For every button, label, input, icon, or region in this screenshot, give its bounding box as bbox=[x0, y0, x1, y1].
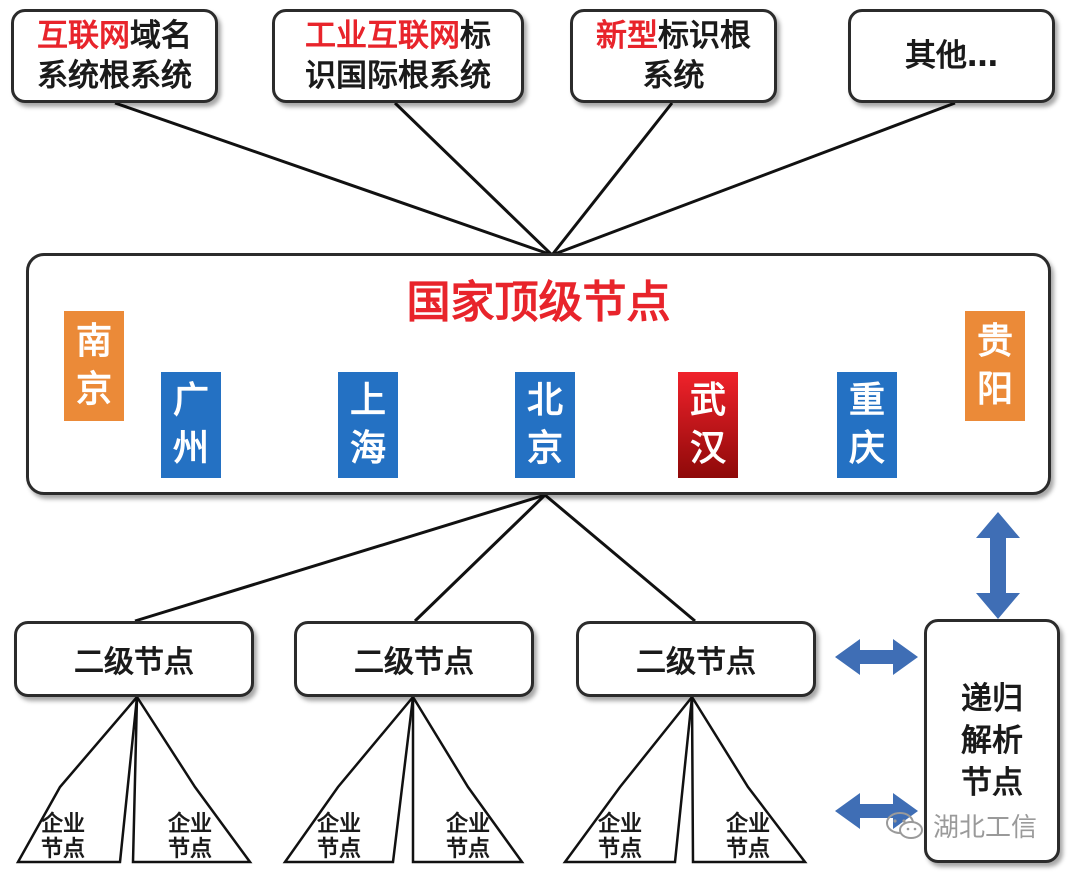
city-beijing-char2: 京 bbox=[526, 428, 563, 469]
city-wuhan: 武 汉 bbox=[678, 372, 738, 478]
city-shanghai-char2: 海 bbox=[349, 428, 386, 469]
city-beijing-char1: 北 bbox=[526, 380, 563, 421]
city-wuhan-char2: 汉 bbox=[689, 428, 726, 469]
city-shanghai-char1: 上 bbox=[349, 380, 386, 421]
recursive-resolution-node: 递归 解析 节点 bbox=[924, 619, 1060, 863]
recursive-node-line2: 解析 bbox=[961, 723, 1023, 759]
enterprise-node-1-line1: 企业 bbox=[40, 812, 85, 837]
arrow-horizontal-2 bbox=[835, 793, 918, 829]
city-guangzhou-char1: 广 bbox=[172, 380, 209, 421]
link-root-1 bbox=[114, 101, 553, 257]
root-system-1-text: 域名 bbox=[130, 18, 192, 54]
enterprise-node-2: 企业节点 bbox=[155, 812, 225, 862]
enterprise-node-4-line1: 企业 bbox=[445, 812, 490, 837]
root-system-3-text: 标识根 bbox=[658, 18, 751, 54]
city-guangzhou: 广 州 bbox=[161, 372, 221, 478]
city-guiyang-char1: 贵 bbox=[976, 321, 1013, 362]
enterprise-tri-3 bbox=[282, 692, 415, 864]
secondary-node-1: 二级节点 bbox=[14, 621, 254, 697]
enterprise-node-5-line1: 企业 bbox=[597, 812, 642, 837]
watermark: 湖北工信 bbox=[885, 807, 1037, 844]
city-shanghai: 上 海 bbox=[338, 372, 398, 478]
city-chongqing-char2: 庆 bbox=[848, 428, 885, 469]
national-top-node-title: 国家顶级节点 bbox=[406, 277, 671, 328]
link-l2-3 bbox=[544, 493, 696, 623]
city-nanjing-char1: 南 bbox=[75, 321, 112, 362]
link-l2-2 bbox=[413, 493, 547, 623]
root-system-3-highlight: 新型 bbox=[596, 18, 658, 54]
enterprise-node-4-line2: 节点 bbox=[445, 837, 490, 862]
enterprise-node-2-line1: 企业 bbox=[167, 812, 212, 837]
city-nanjing-char2: 京 bbox=[75, 369, 112, 410]
recursive-node-line3: 节点 bbox=[961, 765, 1023, 801]
root-system-1-line2: 系统根系统 bbox=[37, 58, 192, 94]
secondary-node-2: 二级节点 bbox=[294, 621, 534, 697]
root-system-4-text: 其他… bbox=[905, 38, 998, 74]
enterprise-node-3-line1: 企业 bbox=[316, 812, 361, 837]
root-system-2-highlight: 工业互联网 bbox=[305, 18, 460, 54]
city-chongqing-char1: 重 bbox=[848, 380, 885, 421]
root-system-box-4: 其他… bbox=[848, 9, 1055, 103]
watermark-text: 湖北工信 bbox=[933, 813, 1038, 843]
enterprise-node-5-line2: 节点 bbox=[597, 837, 642, 862]
city-chongqing: 重 庆 bbox=[837, 372, 897, 478]
enterprise-node-1: 企业节点 bbox=[28, 812, 98, 862]
enterprise-node-6-line1: 企业 bbox=[725, 812, 770, 837]
city-nanjing: 南 京 bbox=[64, 311, 124, 421]
link-root-2 bbox=[393, 101, 554, 257]
city-guiyang: 贵 阳 bbox=[965, 311, 1025, 421]
enterprise-tri-6 bbox=[690, 692, 808, 864]
secondary-node-2-label: 二级节点 bbox=[354, 645, 474, 680]
root-system-1-highlight: 互联网 bbox=[37, 18, 130, 54]
root-system-box-1: 互联网域名系统根系统 bbox=[11, 9, 218, 103]
city-guangzhou-char2: 州 bbox=[172, 428, 209, 469]
city-guiyang-char2: 阳 bbox=[976, 369, 1013, 410]
secondary-node-3-label: 二级节点 bbox=[636, 645, 756, 680]
link-l2-1 bbox=[134, 493, 546, 623]
root-system-box-2: 工业互联网标识国际根系统 bbox=[272, 9, 524, 103]
city-beijing: 北 京 bbox=[515, 372, 575, 478]
enterprise-tri-4 bbox=[411, 692, 525, 864]
enterprise-node-1-line2: 节点 bbox=[40, 837, 85, 862]
wechat-icon bbox=[886, 811, 923, 839]
root-system-box-3: 新型标识根系统 bbox=[570, 9, 777, 103]
link-root-4 bbox=[551, 101, 956, 257]
link-root-3 bbox=[550, 102, 674, 256]
enterprise-node-4: 企业节点 bbox=[433, 812, 503, 862]
enterprise-node-6: 企业节点 bbox=[713, 812, 783, 862]
secondary-node-1-label: 二级节点 bbox=[74, 645, 194, 680]
secondary-node-3: 二级节点 bbox=[576, 621, 816, 697]
enterprise-node-6-line2: 节点 bbox=[725, 837, 770, 862]
arrows bbox=[835, 512, 1020, 829]
enterprise-node-5: 企业节点 bbox=[585, 812, 655, 862]
arrow-horizontal-1 bbox=[835, 639, 918, 675]
enterprise-node-3: 企业节点 bbox=[304, 812, 374, 862]
root-system-2-line2: 识国际根系统 bbox=[305, 58, 491, 94]
enterprise-node-2-line2: 节点 bbox=[167, 837, 212, 862]
recursive-node-line1: 递归 bbox=[961, 681, 1023, 717]
root-system-3-line2: 系统 bbox=[642, 58, 705, 94]
enterprise-tri-5 bbox=[562, 692, 694, 864]
enterprise-tri-2 bbox=[131, 692, 253, 864]
enterprise-tri-1 bbox=[15, 693, 139, 864]
enterprise-node-3-line2: 节点 bbox=[316, 837, 361, 862]
root-system-2-text: 标 bbox=[460, 18, 491, 54]
arrow-vertical bbox=[976, 512, 1020, 619]
city-wuhan-char1: 武 bbox=[689, 380, 726, 421]
